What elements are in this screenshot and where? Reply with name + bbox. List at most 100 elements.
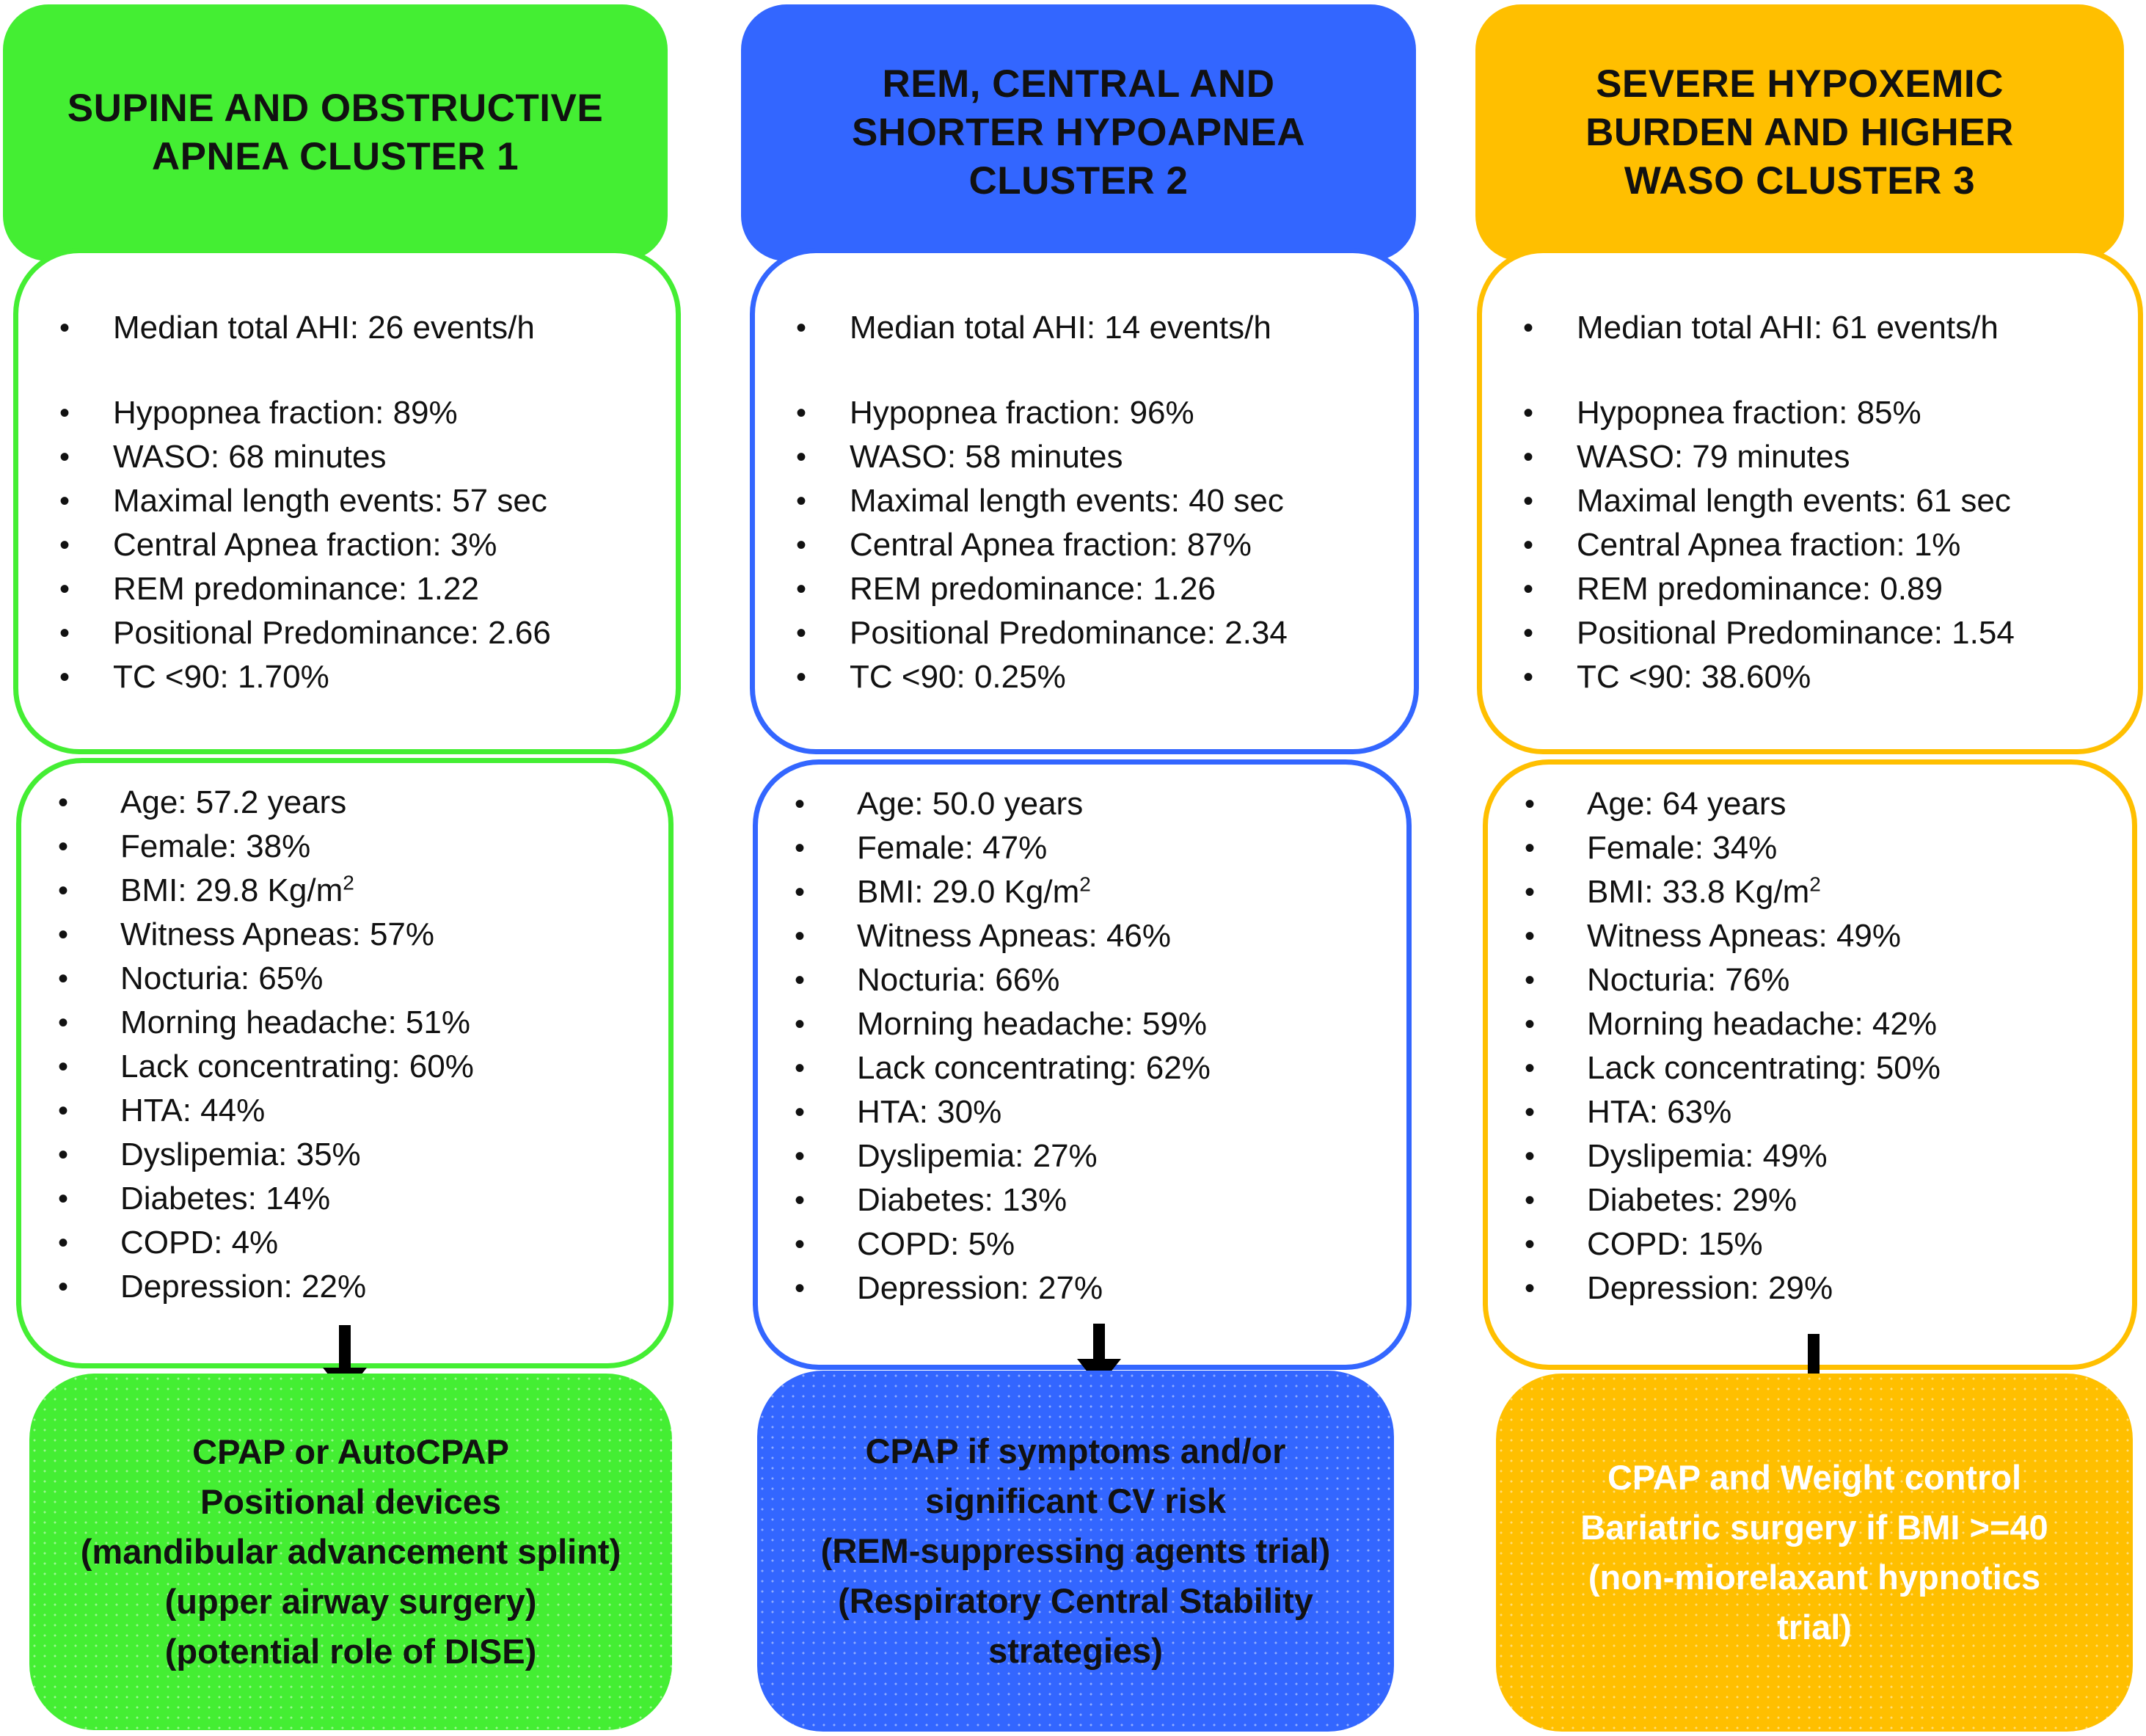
cluster-header: SEVERE HYPOXEMIC BURDEN AND HIGHER WASO … [1475, 4, 2124, 261]
list-item: HTA: 44% [21, 1089, 668, 1133]
cluster-title: SEVERE HYPOXEMIC BURDEN AND HIGHER WASO … [1585, 60, 2014, 205]
cluster-title-line: CLUSTER 2 [968, 159, 1189, 203]
list-item: COPD: 15% [1488, 1222, 2132, 1266]
cluster-title: SUPINE AND OBSTRUCTIVE APNEA CLUSTER 1 [67, 84, 604, 181]
list-item: HTA: 63% [1488, 1090, 2132, 1134]
treatment-box: CPAP or AutoCPAP Positional devices (man… [29, 1374, 672, 1730]
list-item: Hypopnea fraction: 85% [1482, 391, 2138, 435]
list-item: BMI: 29.0 Kg/m2 [758, 870, 1406, 914]
treatment-line: (upper airway surgery) [164, 1582, 537, 1621]
cluster-column-1: SUPINE AND OBSTRUCTIVE APNEA CLUSTER 1 M… [0, 0, 681, 1736]
list-item: REM predominance: 0.89 [1482, 567, 2138, 611]
treatment-line: (Respiratory Central Stability [838, 1581, 1313, 1620]
list-item: COPD: 4% [21, 1221, 668, 1265]
list-item: COPD: 5% [758, 1222, 1406, 1266]
list-item: Median total AHI: 61 events/h [1482, 306, 2138, 350]
treatment-line: CPAP if symptoms and/or [865, 1432, 1286, 1470]
list-item: Lack concentrating: 50% [1488, 1046, 2132, 1090]
list-item: WASO: 58 minutes [755, 435, 1414, 479]
list-item: Nocturia: 76% [1488, 958, 2132, 1002]
list-item: Age: 50.0 years [758, 782, 1406, 826]
list-item: TC <90: 0.25% [755, 655, 1414, 699]
list-item: Diabetes: 13% [758, 1178, 1406, 1222]
cluster-column-3: SEVERE HYPOXEMIC BURDEN AND HIGHER WASO … [1471, 0, 2146, 1736]
clinical-profile-box: Age: 50.0 years Female: 47% BMI: 29.0 Kg… [753, 759, 1412, 1370]
list-item: Maximal length events: 57 sec [18, 479, 676, 523]
list-item: Median total AHI: 26 events/h [18, 306, 676, 350]
cluster-column-2: REM, CENTRAL AND SHORTER HYPOAPNEA CLUST… [734, 0, 1423, 1736]
list-item: Depression: 27% [758, 1266, 1406, 1310]
list-item: Diabetes: 29% [1488, 1178, 2132, 1222]
bmi-superscript: 2 [1809, 872, 1821, 896]
list-item: Central Apnea fraction: 87% [755, 523, 1414, 567]
list-item: Dyslipemia: 35% [21, 1133, 668, 1177]
cluster-title-line: BURDEN AND HIGHER [1585, 111, 2014, 154]
list-item: Positional Predominance: 1.54 [1482, 611, 2138, 655]
cluster-title-line: SEVERE HYPOXEMIC [1596, 62, 2004, 106]
list-item: Witness Apneas: 46% [758, 914, 1406, 958]
list-item: Female: 38% [21, 825, 668, 869]
psg-metrics-box: Median total AHI: 61 events/h Hypopnea f… [1477, 248, 2143, 754]
bmi-superscript: 2 [343, 871, 354, 894]
psg-metrics-box: Median total AHI: 14 events/h Hypopnea f… [750, 248, 1419, 754]
psg-metrics-box: Median total AHI: 26 events/h Hypopnea f… [13, 248, 681, 754]
treatment-line: (mandibular advancement splint) [80, 1532, 621, 1571]
list-item: Depression: 29% [1488, 1266, 2132, 1310]
cluster-title: REM, CENTRAL AND SHORTER HYPOAPNEA CLUST… [852, 60, 1305, 205]
list-item: BMI: 33.8 Kg/m2 [1488, 870, 2132, 914]
list-item: Maximal length events: 40 sec [755, 479, 1414, 523]
list-item: REM predominance: 1.26 [755, 567, 1414, 611]
bmi-text: BMI: 29.8 Kg/m [120, 872, 343, 908]
list-item: Maximal length events: 61 sec [1482, 479, 2138, 523]
treatment-box: CPAP if symptoms and/or significant CV r… [757, 1371, 1394, 1732]
list-item: Dyslipemia: 27% [758, 1134, 1406, 1178]
bmi-superscript: 2 [1079, 872, 1091, 896]
treatment-line: CPAP and Weight control [1607, 1458, 2022, 1497]
bmi-text: BMI: 29.0 Kg/m [857, 874, 1080, 910]
list-item: Positional Predominance: 2.66 [18, 611, 676, 655]
cluster-title-line: SHORTER HYPOAPNEA [851, 111, 1306, 154]
list-item: Morning headache: 42% [1488, 1002, 2132, 1046]
treatment-line: CPAP or AutoCPAP [192, 1432, 509, 1471]
list-item: BMI: 29.8 Kg/m2 [21, 869, 668, 913]
list-item: WASO: 79 minutes [1482, 435, 2138, 479]
list-item: Age: 57.2 years [21, 781, 668, 825]
list-item: Age: 64 years [1488, 782, 2132, 826]
list-item: TC <90: 38.60% [1482, 655, 2138, 699]
treatment-line: trial) [1777, 1608, 1852, 1646]
list-item: Witness Apneas: 49% [1488, 914, 2132, 958]
treatment-line: (non-miorelaxant hypnotics [1588, 1558, 2041, 1597]
list-item: Hypopnea fraction: 96% [755, 391, 1414, 435]
treatment-line: Positional devices [200, 1482, 502, 1521]
treatment-line: significant CV risk [924, 1481, 1227, 1520]
list-item: Female: 47% [758, 826, 1406, 870]
list-item: Depression: 22% [21, 1265, 668, 1309]
list-item: Lack concentrating: 62% [758, 1046, 1406, 1090]
clinical-profile-box: Age: 64 years Female: 34% BMI: 33.8 Kg/m… [1483, 759, 2137, 1370]
list-item: Hypopnea fraction: 89% [18, 391, 676, 435]
treatment-line: Bariatric surgery if BMI >=40 [1580, 1508, 2048, 1547]
list-item: Witness Apneas: 57% [21, 913, 668, 957]
cluster-header: REM, CENTRAL AND SHORTER HYPOAPNEA CLUST… [741, 4, 1416, 261]
treatment-box: CPAP and Weight control Bariatric surger… [1496, 1374, 2133, 1732]
list-item: Central Apnea fraction: 3% [18, 523, 676, 567]
list-item: Female: 34% [1488, 826, 2132, 870]
treatment-line: (potential role of DISE) [164, 1632, 537, 1671]
list-item: REM predominance: 1.22 [18, 567, 676, 611]
list-item: Central Apnea fraction: 1% [1482, 523, 2138, 567]
treatment-line: (REM-suppressing agents trial) [820, 1531, 1331, 1570]
treatment-line: strategies) [988, 1631, 1163, 1670]
list-item: Morning headache: 51% [21, 1001, 668, 1045]
list-item: TC <90: 1.70% [18, 655, 676, 699]
list-item: Dyslipemia: 49% [1488, 1134, 2132, 1178]
list-item: Positional Predominance: 2.34 [755, 611, 1414, 655]
list-item: Nocturia: 65% [21, 957, 668, 1001]
cluster-title-line: WASO CLUSTER 3 [1624, 159, 1976, 203]
cluster-title-line: APNEA CLUSTER 1 [151, 135, 519, 178]
clinical-profile-box: Age: 57.2 years Female: 38% BMI: 29.8 Kg… [16, 758, 674, 1368]
list-item: Median total AHI: 14 events/h [755, 306, 1414, 350]
cluster-title-line: SUPINE AND OBSTRUCTIVE [67, 87, 604, 130]
list-item: Lack concentrating: 60% [21, 1045, 668, 1089]
list-item: WASO: 68 minutes [18, 435, 676, 479]
list-item: Morning headache: 59% [758, 1002, 1406, 1046]
